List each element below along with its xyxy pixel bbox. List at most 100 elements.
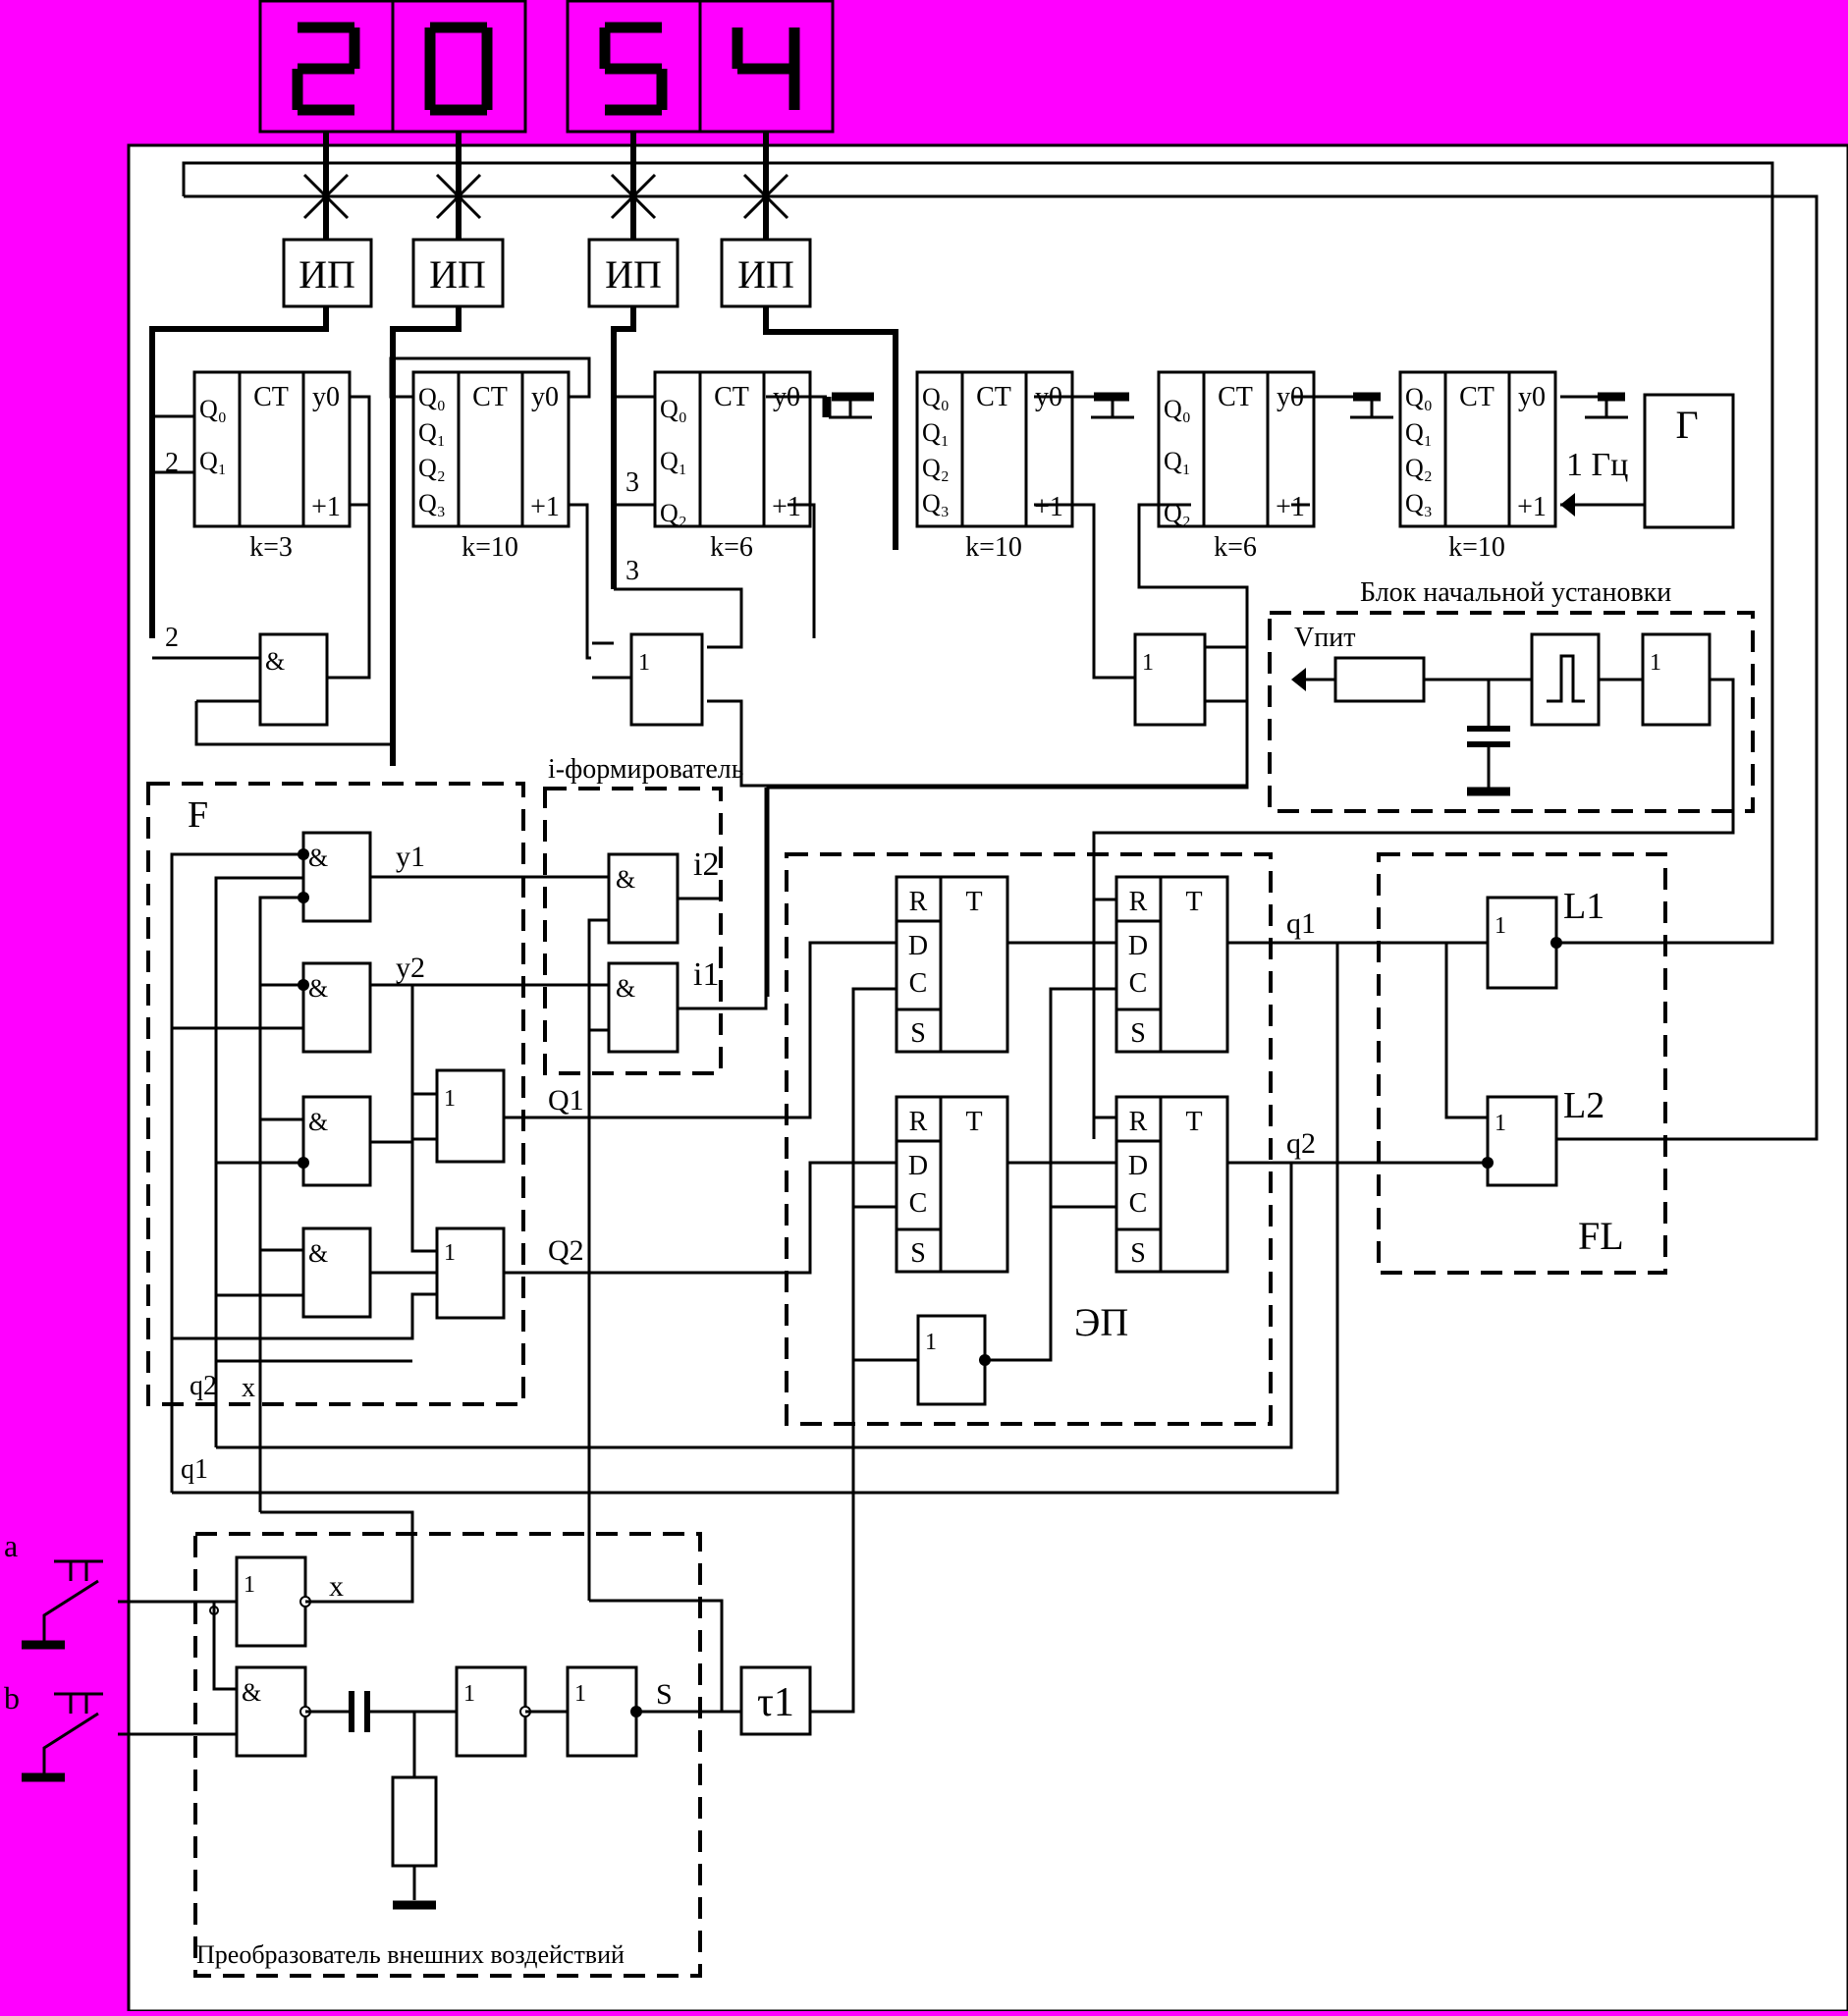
signal-Q1: Q1	[548, 1084, 584, 1117]
signal-L2: L2	[1563, 1085, 1604, 1126]
d-trigger-4-pin-4: T	[1185, 1107, 1202, 1137]
counter-6-plus: +1	[1517, 492, 1547, 522]
counter-2-q1: Q₁	[418, 418, 446, 447]
d-trigger-2-pin-1: D	[1128, 931, 1148, 961]
counter-3-k: k=6	[710, 532, 753, 563]
counter-5-body	[1157, 370, 1316, 528]
counter-1-y0: y0	[312, 382, 340, 412]
d-trigger-3-pin-3: S	[910, 1238, 926, 1269]
counter-1-q0: Q₀	[199, 395, 227, 423]
d-trigger-2-pin-2: C	[1129, 968, 1148, 999]
d-trigger-4-body	[1114, 1095, 1229, 1274]
counter-or-gate-1	[629, 632, 704, 727]
vpit-arrow	[1291, 668, 1306, 691]
d-trigger-4-pin-1: D	[1128, 1151, 1148, 1181]
signal-y2: y2	[396, 952, 425, 984]
f-block-label: F	[188, 794, 208, 836]
signal-y1: y1	[396, 841, 425, 873]
d-trigger-1-pin-3: S	[910, 1018, 926, 1049]
counter-6-y0: y0	[1518, 382, 1546, 412]
counter-4-ct: CT	[976, 382, 1011, 412]
d-trigger-3-pin-4: T	[965, 1107, 982, 1137]
f-and-label-1: &	[308, 844, 328, 872]
i-former-wires	[587, 788, 768, 1601]
counter-3-ct: CT	[714, 382, 749, 412]
ep-block-frame	[785, 852, 1273, 1426]
converter-wires	[42, 1360, 855, 1900]
counter-4-q1: Q₁	[922, 418, 950, 447]
counter-and-label: &	[265, 647, 285, 676]
d-trigger-1-pin-0: R	[909, 887, 928, 917]
d-trigger-3-pin-2: C	[909, 1188, 928, 1219]
f-and-gate-4	[301, 1226, 372, 1319]
init-block-title: Блок начальной установки	[1360, 577, 1671, 608]
init-block: Блок начальной установки Vпит 1	[1092, 577, 1755, 1139]
d-trigger-2-pin-0: R	[1129, 887, 1148, 917]
converter-inverter-label: 1	[244, 1572, 255, 1598]
counter-2-ct: CT	[472, 382, 508, 412]
d-trigger-1-pin-4: T	[965, 887, 982, 917]
ip-label-2: ИП	[429, 252, 486, 297]
counter-2-body	[411, 370, 571, 528]
i-and-gate-1	[607, 852, 679, 945]
signal-L1: L1	[1563, 886, 1604, 927]
d-trigger-2-pin-4: T	[1185, 887, 1202, 917]
counter-2-plus: +1	[530, 492, 560, 522]
wire-label-2a: 2	[165, 448, 179, 478]
ip-blocks: ИП ИП ИП ИП	[282, 238, 812, 308]
counter-6-body	[1398, 370, 1557, 528]
generator-frequency: 1 Гц	[1566, 447, 1628, 483]
f-or-gate-1	[435, 1068, 506, 1164]
signal-S: S	[656, 1678, 673, 1711]
counter-4-plus: +1	[1034, 492, 1063, 522]
counter-1-body	[192, 370, 352, 528]
i-and-label-2: &	[616, 974, 635, 1003]
init-inverter-label: 1	[1650, 650, 1661, 676]
converter-thick	[22, 1640, 436, 1910]
f-or-label-2: 1	[444, 1240, 456, 1266]
init-resistor	[1333, 656, 1426, 703]
ep-inverter	[916, 1314, 987, 1406]
switch-label-a: a	[4, 1528, 18, 1563]
tau-delay-block	[739, 1665, 812, 1736]
counter-6-ct: CT	[1459, 382, 1495, 412]
top-long-wires	[182, 161, 1819, 1141]
i-former-block: i-формирователь & & i2 i1	[543, 754, 744, 1075]
d-trigger-4-pin-0: R	[1129, 1107, 1148, 1137]
generator-label: Г	[1675, 403, 1698, 447]
seven-segment-display: 2 0 5 4	[258, 0, 835, 134]
counter-5-k: k=6	[1214, 532, 1257, 563]
counter-6-q2: Q₂	[1405, 454, 1433, 482]
init-inverter	[1641, 632, 1712, 727]
counter-5-q2: Q₂	[1164, 499, 1191, 527]
counter-3-q2: Q₂	[660, 499, 687, 527]
ip-label-3: ИП	[605, 252, 662, 297]
d-trigger-3-body	[895, 1095, 1009, 1274]
signal-q2: q2	[1286, 1127, 1316, 1160]
generator-arrow	[1560, 493, 1575, 517]
signal-i2: i2	[693, 846, 719, 883]
tau-label: τ1	[757, 1680, 794, 1725]
f-and-gate-3	[301, 1095, 372, 1187]
signal-x: x	[329, 1570, 344, 1603]
ep-inverter-label: 1	[925, 1330, 937, 1355]
counter-buses	[149, 306, 898, 766]
fl-gate-label-2: 1	[1495, 1111, 1506, 1136]
counter-4-q3: Q₃	[922, 489, 950, 518]
i-former-frame	[543, 787, 723, 1075]
counter-5-plus: +1	[1276, 492, 1305, 522]
counter-2-k: k=10	[462, 532, 518, 563]
fl-wires	[1444, 943, 1488, 1119]
d-trigger-1-pin-1: D	[908, 931, 928, 961]
signal-q1-bottom: q1	[181, 1454, 208, 1485]
f-and-label-4: &	[308, 1239, 328, 1268]
wire-label-2b: 2	[165, 623, 179, 653]
signal-Q2: Q2	[548, 1234, 584, 1267]
counter-and-gate	[258, 632, 329, 727]
